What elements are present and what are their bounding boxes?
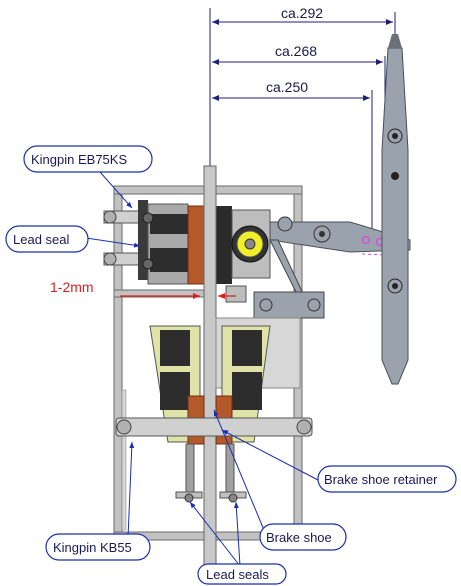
callout-kingpin-kb: Kingpin KB55 — [45, 533, 151, 561]
callout-lead-seal: Lead seal — [5, 225, 89, 253]
central-rail — [203, 165, 217, 567]
gap-label: 1-2mm — [50, 279, 94, 295]
dim-label-250: ca.250 — [266, 79, 308, 95]
hand-lever — [381, 34, 409, 385]
upper-brake-assembly — [103, 200, 411, 319]
kingpin-kb-bar — [115, 417, 313, 437]
gap-indicator: 1-2mm — [50, 279, 236, 299]
callout-kingpin-eb-label: Kingpin EB75KS — [31, 152, 127, 167]
dimension-lines: ca.292 ca.268 ca.250 — [209, 5, 396, 300]
callout-brake-shoe-label: Brake shoe — [266, 530, 332, 545]
dim-label-268: ca.268 — [275, 43, 317, 59]
callout-lead-seal-label: Lead seal — [13, 232, 69, 247]
callout-kingpin-kb-label: Kingpin KB55 — [53, 540, 132, 555]
marker-250 — [361, 235, 371, 245]
callout-lead-seals: Lead seals — [197, 563, 287, 585]
lower-brake-assembly — [115, 317, 313, 503]
callout-brake-shoe-retainer: Brake shoe retainer — [317, 465, 457, 493]
callout-kingpin-eb: Kingpin EB75KS — [23, 145, 153, 173]
callout-brake-shoe-retainer-label: Brake shoe retainer — [324, 472, 438, 487]
callout-leaders — [85, 171, 319, 567]
callout-brake-shoe: Brake shoe — [259, 523, 347, 551]
callout-lead-seals-label: Lead seals — [206, 567, 269, 582]
dim-label-292: ca.292 — [281, 5, 323, 21]
